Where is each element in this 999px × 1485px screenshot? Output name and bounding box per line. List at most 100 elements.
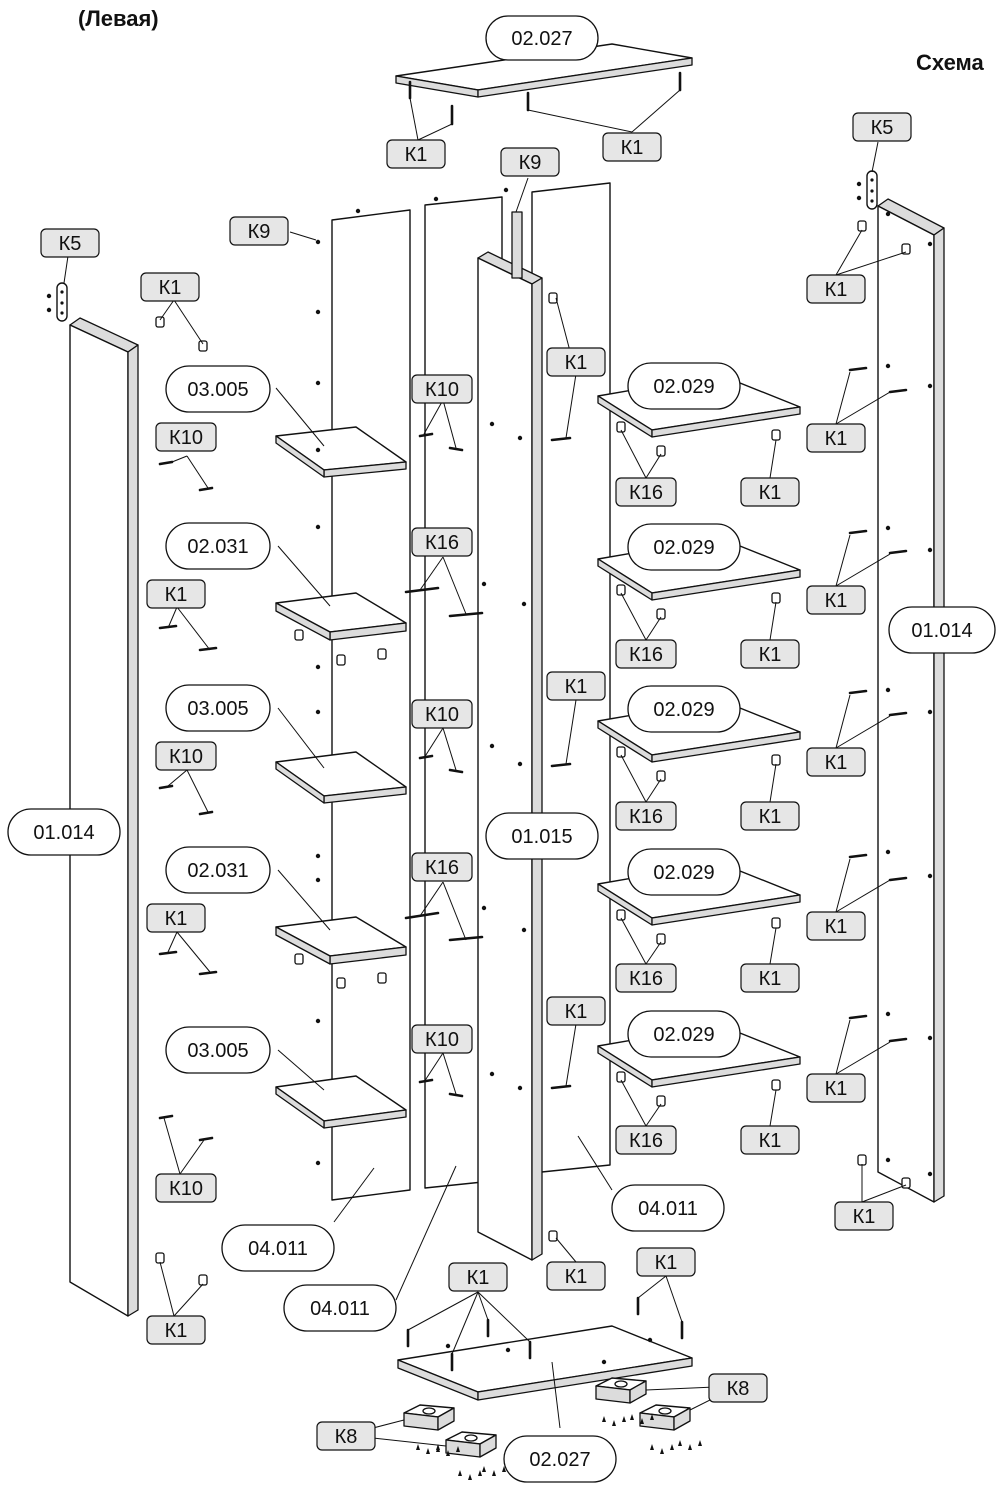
tag-k1-37: К1 (825, 428, 848, 450)
dowel-pin-16 (198, 810, 214, 816)
hole-dot-32 (885, 687, 891, 693)
back-panel-left (331, 209, 411, 1201)
hole-dot-26 (489, 1071, 495, 1077)
tag-k1-6-box (140, 272, 200, 302)
label-top-panel: 02.027 (511, 28, 572, 50)
label-shelf-left-3: 03.005 (187, 698, 248, 720)
k16-pin-3 (448, 935, 484, 942)
tag-k8-25: К8 (335, 1426, 358, 1448)
tag-k1-22-box (448, 1262, 508, 1292)
leader-67 (835, 715, 891, 749)
dowel-pin-22 (198, 970, 218, 976)
tag-k1-29: К1 (759, 644, 782, 666)
leader-13 (423, 399, 444, 435)
cam-cup-21 (771, 592, 781, 604)
tag-k1-14: К1 (565, 676, 588, 698)
dowel-pin-9 (448, 1092, 464, 1098)
label-shelf-left-4-bubble (165, 846, 271, 894)
leader-10 (275, 387, 325, 447)
tag-k1-20: К1 (165, 1320, 188, 1342)
dowel-pin-12 (550, 1084, 572, 1090)
leader-45 (620, 429, 647, 479)
tag-k1-36-box (806, 274, 866, 304)
shelf-left-5 (275, 1075, 407, 1129)
dowel-pin-27 (848, 689, 868, 695)
tag-k16-28-box (615, 639, 677, 669)
hole-dot-42 (445, 1343, 451, 1349)
cam-cup-19 (616, 584, 626, 596)
tag-k10-13-box (155, 741, 217, 771)
tag-k1-36: К1 (825, 279, 848, 301)
hole-dot-21 (521, 601, 527, 607)
label-shelf-right-4-bubble (627, 848, 741, 896)
hole-dot-44 (601, 1359, 607, 1365)
tag-k1-22: К1 (467, 1267, 490, 1289)
leader-32 (442, 1052, 457, 1095)
k9-strip (511, 211, 523, 279)
k8-foot-4 (639, 1404, 691, 1431)
tag-k1-14-box (546, 671, 606, 701)
screw-2-2 (478, 1470, 482, 1476)
label-shelf-left-1-bubble (165, 365, 271, 413)
tag-k1-37-box (806, 423, 866, 453)
dowel-pin-5 (448, 446, 464, 452)
cam-cup-13 (294, 953, 304, 965)
tag-k16-34: К16 (629, 1130, 663, 1152)
dowel-pin-18 (198, 1136, 214, 1142)
cam-cup-2 (548, 292, 558, 304)
tag-k1-39-box (806, 747, 866, 777)
right-side-panel (877, 198, 945, 1203)
cam-cup-15 (377, 972, 387, 984)
label-shelf-left-4: 02.031 (187, 860, 248, 882)
leader-39 (577, 1135, 613, 1191)
tag-k1-9: К1 (565, 352, 588, 374)
tag-k9-3-box (229, 216, 289, 246)
label-shelf-right-3: 02.029 (653, 699, 714, 721)
dowel-pin-32 (888, 1037, 908, 1043)
tag-k1-33: К1 (759, 968, 782, 990)
tag-k1-31-box (740, 801, 800, 831)
leader-79 (665, 1275, 683, 1323)
label-bottom-panel: 02.027 (529, 1449, 590, 1471)
left-shelves (275, 426, 407, 1129)
hole-dot-41 (927, 1171, 933, 1177)
tag-k1-35: К1 (759, 1130, 782, 1152)
label-shelf-right-5: 02.029 (653, 1024, 714, 1046)
tag-k1-40-box (806, 911, 866, 941)
dowel-pin-17 (158, 1114, 174, 1120)
leader-8 (159, 299, 175, 321)
label-top-panel-bubble (485, 15, 599, 61)
tag-k9-3: К9 (248, 221, 271, 243)
leader-70 (835, 1019, 851, 1075)
hole-dot-45 (647, 1337, 653, 1343)
hole-dot-2 (315, 380, 321, 386)
cam-cup-22 (616, 746, 626, 758)
leader-48 (620, 592, 647, 641)
tag-k9-2-box (500, 147, 560, 177)
leader-24 (186, 769, 209, 813)
k8-feet (403, 1377, 691, 1458)
tag-k16-30-box (615, 801, 677, 831)
leader-15 (277, 545, 331, 607)
tag-k1-27-box (740, 477, 800, 507)
tag-k1-16: К1 (165, 908, 188, 930)
tag-k1-17-box (546, 996, 606, 1026)
hole-dot-40 (885, 1157, 891, 1163)
label-shelf-left-3-bubble (165, 684, 271, 732)
leader-65 (835, 553, 891, 587)
tag-k16-26-box (615, 477, 677, 507)
tag-k5-4: К5 (59, 233, 82, 255)
leader-0 (409, 97, 419, 141)
leader-84 (551, 1361, 561, 1429)
leader-1 (417, 123, 453, 141)
tag-k1-11-box (146, 579, 206, 609)
leader-44 (555, 1237, 577, 1263)
dowel-pin-13 (158, 460, 174, 466)
tag-k10-7-box (155, 422, 217, 452)
label-shelf-right-2-bubble (627, 523, 741, 571)
dowel-pin-15 (158, 784, 174, 790)
screw-7-0 (678, 1440, 682, 1446)
tag-k1-42: К1 (853, 1206, 876, 1228)
leader-54 (620, 917, 647, 965)
label-left-side: 01.014 (33, 822, 94, 844)
